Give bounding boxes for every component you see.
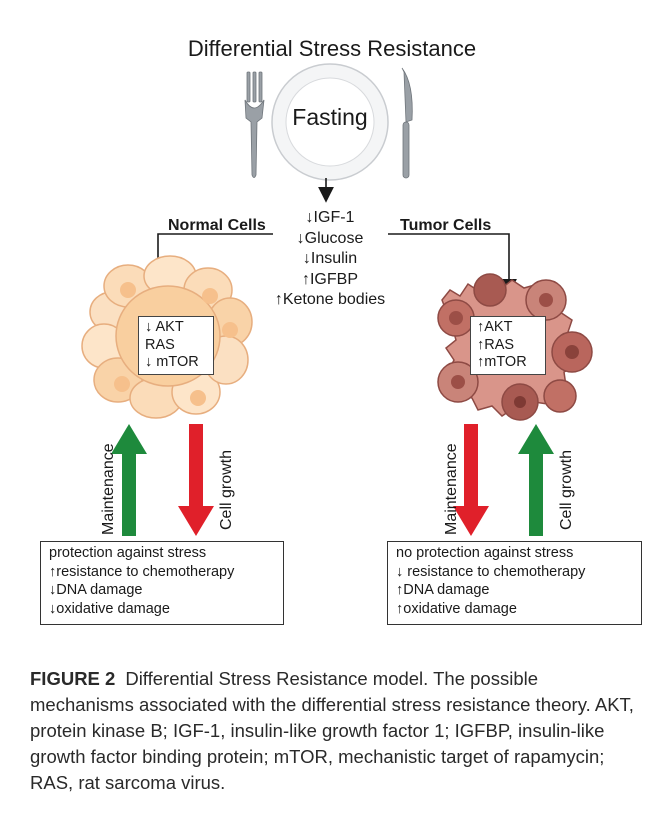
tumor-cells-label: Tumor Cells [400, 217, 492, 234]
tumor-markers-box: ↑AKT ↑RAS ↑mTOR [470, 316, 546, 375]
tumor-marker-mtor: ↑mTOR [477, 354, 527, 370]
tumor-outcome-line: no protection against stress [396, 545, 574, 561]
factor-insulin: ↓Insulin [302, 250, 358, 267]
normal-cell-growth-label: Cell growth [218, 449, 235, 530]
fasting-label: Fasting [292, 104, 368, 130]
normal-cells-label: Normal Cells [168, 217, 266, 234]
tumor-maintenance-label: Maintenance [443, 443, 460, 535]
tumor-cell-growth-label: Cell growth [558, 449, 575, 530]
tumor-marker-ras: ↑RAS [477, 336, 515, 353]
normal-maintenance-arrow [111, 424, 147, 536]
knife-icon [401, 67, 413, 179]
normal-marker-mtor: ↓ mTOR [145, 354, 199, 370]
caption-text: Differential Stress Resistance model. Th… [30, 668, 634, 793]
plate-icon [271, 63, 389, 181]
factor-ketone-bodies: ↑Ketone bodies [274, 291, 386, 308]
normal-outcome-box: protection against stress ↑resistance to… [40, 541, 284, 625]
tumor-outcome-line: ↓ resistance to chemotherapy [396, 563, 586, 580]
figure-label: FIGURE 2 [30, 668, 116, 689]
fasting-factors: ↓IGF-1 ↓Glucose ↓Insulin ↑IGFBP ↑Ketone … [230, 208, 430, 311]
tumor-marker-akt: ↑AKT [477, 319, 513, 335]
normal-maintenance-label: Maintenance [100, 443, 117, 535]
normal-cell-growth-arrow [178, 424, 214, 536]
tumor-outcome-box: no protection against stress ↓ resistanc… [387, 541, 642, 625]
tumor-outcome-line: ↑DNA damage [396, 582, 490, 598]
factor-igf1: ↓IGF-1 [305, 209, 355, 226]
normal-outcome-line: protection against stress [49, 545, 207, 561]
normal-markers-box: ↓ AKT RAS ↓ mTOR [138, 316, 214, 375]
normal-marker-akt: ↓ AKT [145, 319, 184, 335]
normal-outcome-line: ↑resistance to chemotherapy [49, 563, 235, 580]
diagram-title: Differential Stress Resistance [187, 36, 477, 61]
tumor-cell-growth-arrow [518, 424, 554, 536]
tumor-outcome-line: ↑oxidative damage [396, 600, 517, 617]
factor-glucose: ↓Glucose [296, 229, 364, 247]
normal-outcome-line: ↓DNA damage [49, 582, 143, 598]
normal-outcome-line: ↓oxidative damage [49, 600, 170, 617]
normal-marker-ras: RAS [145, 336, 175, 353]
tumor-maintenance-arrow [453, 424, 489, 536]
factor-igfbp: ↑IGFBP [301, 270, 358, 288]
fork-icon [244, 71, 265, 178]
